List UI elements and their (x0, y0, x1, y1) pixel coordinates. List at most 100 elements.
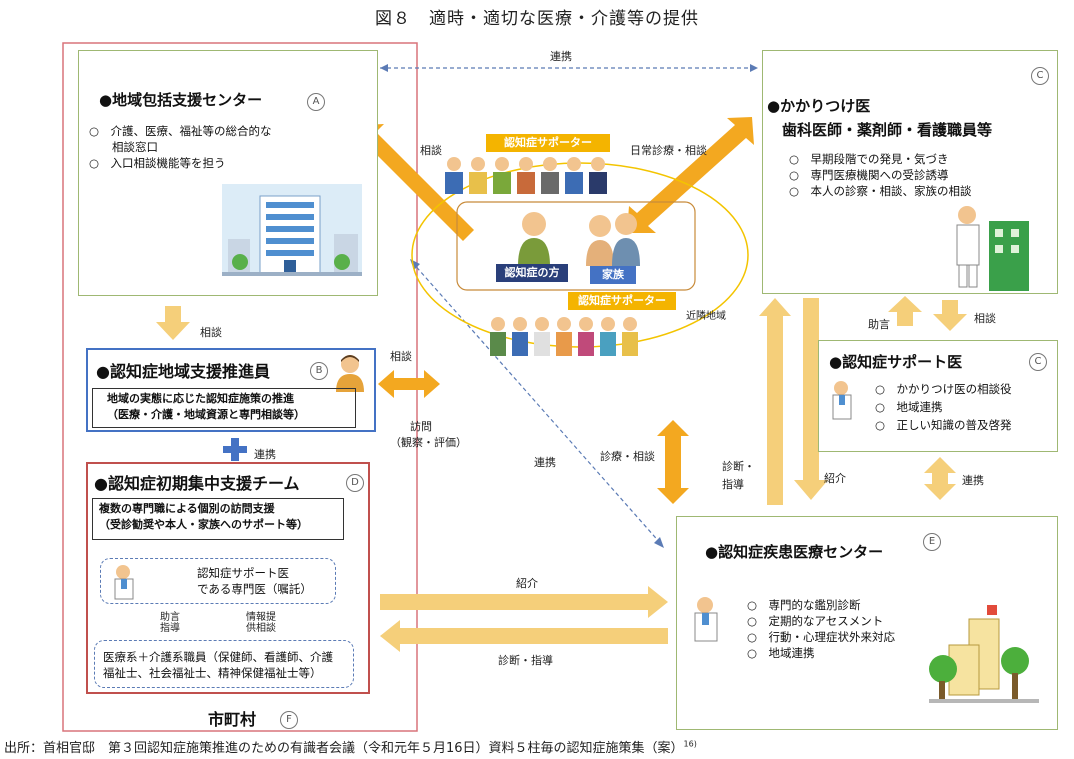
badge-b: B (310, 358, 328, 380)
family-tag: 家族 (590, 266, 636, 284)
label-soudan-b: 相談 (390, 350, 412, 363)
office-building-icon (222, 184, 362, 276)
staff-box-line-1: 医療系＋介護系職員（保健師、看護師、介護 (103, 650, 333, 664)
box-c1-item-2: ○ 専門医療機関への受診誘導 (789, 168, 949, 182)
box-c2-item-3: ○ 正しい知識の普及啓発 (875, 418, 1012, 432)
box-c2-item-2: ○ 地域連携 (875, 400, 943, 414)
box-c1-kakaritsuke: ●かかりつけ医 歯科医師・薬剤師・看護職員等 C ○ 早期段階での発見・気づき … (762, 50, 1058, 294)
box-a-heading: ●地域包括支援センター (99, 91, 263, 109)
box-a-item-3: ○ 入口相談機能等を担う (89, 156, 226, 170)
renkei-diagonal-arrowhead (654, 537, 664, 548)
person-family-icon (518, 212, 640, 266)
box-c2-heading: ●認知症サポート医 (829, 353, 963, 371)
label-houmon-sub: （観察・評価） (390, 436, 467, 449)
box-e-item-3: ○ 行動・心理症状外来対応 (747, 630, 896, 644)
support-doctor-icon (832, 381, 852, 420)
doctor-icon (114, 565, 134, 600)
box-b-suishin-in: ●認知症地域支援推進員 B 地域の実態に応じた認知症施策の推進 （医療・介護・地… (86, 348, 376, 432)
arrow-soudan-to-a (355, 124, 474, 241)
box-c2-item-1: ○ かかりつけ医の相談役 (875, 382, 1012, 396)
supporter-tag-top: 認知症サポーター (486, 134, 610, 152)
label-nichijo: 日常診療・相談 (630, 144, 707, 157)
box-e-item-2: ○ 定期的なアセスメント (747, 614, 884, 628)
page-title: 図８ 適時・適切な医療・介護等の提供 (375, 9, 699, 29)
renkei-top-arrowhead-left (380, 64, 388, 72)
source-footer: 出所：首相官邸 第３回認知症施策推進のための有識者会議（令和元年５月16日）資料… (4, 737, 697, 756)
hospital-icon (929, 605, 1039, 703)
label-shindan: 診断・ (722, 460, 755, 473)
badge-f: F (280, 707, 298, 729)
arrow-shinryo-double (657, 420, 689, 504)
label-houmon: 訪問 (410, 420, 432, 433)
box-a-item-1: ○ 介護、医療、福祉等の総合的な (89, 124, 272, 138)
box-a-item-2: 相談窓口 (89, 140, 158, 154)
arrow-jogen-up (888, 296, 922, 326)
arrow-shindan-up (759, 298, 791, 505)
label-jogen: 助言 (868, 318, 890, 331)
staff-person-icon (336, 355, 364, 392)
box-e-heading: ●認知症疾患医療センター (705, 543, 884, 561)
label-neighborhood: 近隣地域 (686, 311, 726, 322)
arrow-shindan-left (380, 620, 668, 652)
badge-a: A (307, 89, 325, 111)
label-shokai-right: 紹介 (824, 472, 846, 485)
renkei-top-arrowhead-right (750, 64, 758, 72)
box-c1-heading-1: ●かかりつけ医 (767, 97, 871, 115)
label-renkei-c-e: 連携 (962, 474, 984, 487)
badge-c2: C (1029, 349, 1047, 371)
doctor-box: 認知症サポート医 である専門医（嘱託） (100, 558, 336, 604)
staff-box-line-2: 福祉士、社会福祉士、精神保健福祉士等） (103, 666, 322, 680)
box-d-desc-frame: 複数の専門職による個別の訪問支援 （受診勧奨や本人・家族へのサポート等） (92, 498, 344, 540)
arrow-b-center-double (378, 370, 440, 398)
municipality-label: 市町村 (208, 710, 257, 729)
box-c1-heading-2: 歯科医師・薬剤師・看護職員等 (767, 121, 993, 139)
plus-v (231, 438, 239, 461)
badge-c1: C (1031, 63, 1049, 85)
label-shokai-bottom: 紹介 (516, 577, 538, 590)
label-shindo: 指導 (722, 478, 744, 491)
arrow-shokai-down (794, 298, 828, 500)
arrow-nichijo-double (627, 117, 754, 233)
arrow-renkei-c2-e (924, 457, 956, 500)
staff-box: 医療系＋介護系職員（保健師、看護師、介護 福祉士、社会福祉士、精神保健福祉士等） (94, 640, 354, 688)
box-d-desc-1: 複数の専門職による個別の訪問支援 (99, 502, 275, 515)
source-text: 出所：首相官邸 第３回認知症施策推進のための有識者会議（令和元年５月16日）資料… (4, 741, 684, 756)
label-advice: 助言指導 (160, 612, 180, 634)
badge-e: E (923, 529, 941, 551)
arrow-shokai-right (380, 586, 668, 618)
label-soudan-a-b: 相談 (200, 326, 222, 339)
box-c1-item-1: ○ 早期段階での発見・気づき (789, 152, 949, 166)
doctor-box-line-2: である専門医（嘱託） (197, 582, 312, 596)
label-renkei-bd: 連携 (254, 448, 276, 461)
box-d-heading: ●認知症初期集中支援チーム (94, 474, 300, 493)
renkei-diagonal-arrowhead-top (410, 259, 420, 270)
box-b-desc-frame: 地域の実態に応じた認知症施策の推進 （医療・介護・地域資源と専門相談等） (92, 388, 356, 428)
label-soudan-c: 相談 (974, 312, 996, 325)
doctor-box-line-1: 認知症サポート医 (197, 566, 289, 580)
label-soudan-a: 相談 (420, 144, 442, 157)
footnote-marker: 16) (683, 739, 697, 749)
box-b-desc-2: （医療・介護・地域資源と専門相談等） (107, 408, 305, 421)
person-tag: 認知症の方 (496, 264, 568, 282)
supporters-group-bottom-icon (490, 317, 638, 356)
arrow-soudan-down (933, 300, 967, 331)
label-shinryo: 診療・相談 (600, 450, 655, 463)
supporter-tag-bottom: 認知症サポーター (568, 292, 676, 310)
box-b-desc-1: 地域の実態に応じた認知症施策の推進 (107, 392, 294, 405)
label-renkei-top: 連携 (550, 50, 572, 63)
label-shindan-bottom: 診断・指導 (498, 654, 553, 667)
clinic-doctor-icon (956, 206, 1029, 291)
box-c1-item-3: ○ 本人の診察・相談、家族の相談 (789, 184, 972, 198)
box-d-desc-2: （受診勧奨や本人・家族へのサポート等） (99, 518, 308, 531)
label-info: 情報提供相談 (246, 612, 276, 634)
box-b-heading: ●認知症地域支援推進員 (96, 362, 270, 381)
person-family-frame (456, 201, 696, 291)
box-e-disease-center: ●認知症疾患医療センター E ○ 専門的な鑑別診断 ○ 定期的なアセスメント ○… (676, 516, 1058, 730)
label-renkei-diagonal: 連携 (534, 456, 556, 469)
arrow-a-to-b (156, 306, 190, 340)
box-e-item-1: ○ 専門的な鑑別診断 (747, 598, 861, 612)
box-e-item-4: ○ 地域連携 (747, 646, 815, 660)
box-a-chiiki-houkatsu: ●地域包括支援センター A ○ 介護、医療、福祉等の総合的な 相談窓口 ○ 入口… (78, 50, 378, 296)
badge-d: D (346, 470, 364, 492)
